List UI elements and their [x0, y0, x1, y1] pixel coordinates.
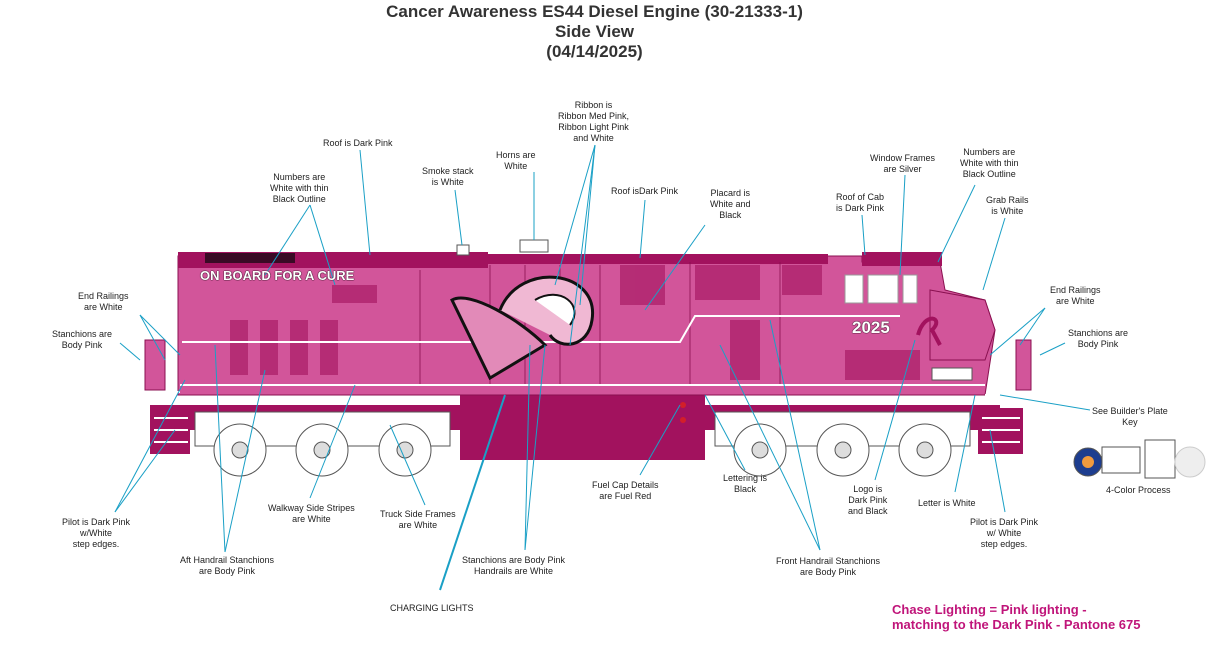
cab-window-1 [844, 274, 864, 304]
roof-mid [488, 254, 828, 264]
cab-roof [862, 252, 942, 266]
fuel-cap-1 [680, 402, 686, 408]
slogan-text: ON BOARD FOR A CURE [200, 268, 355, 283]
ribbon-logo [450, 275, 594, 381]
label-roof-dark-pink: Roof is Dark Pink [323, 138, 393, 148]
label-four-color: 4-Color Process [1106, 485, 1171, 495]
cab-window-2 [867, 274, 899, 304]
road-number: 2025 [852, 318, 890, 337]
view-subtitle: Side View [554, 22, 635, 41]
chase-lighting-note: Chase Lighting = Pink lighting - matchin… [892, 602, 1141, 632]
horns [519, 239, 549, 253]
front-truck [714, 411, 971, 477]
handrail [182, 315, 900, 343]
rear-truck [194, 411, 451, 477]
number-ribbon [916, 316, 942, 346]
label-letter-white: Letter is White [918, 498, 976, 508]
label-roof-dark-pink-2: Roof isDark Pink [611, 186, 679, 196]
cab-window-3 [902, 274, 918, 304]
builders-plate-key [1073, 439, 1206, 479]
date-subtitle: (04/14/2025) [546, 42, 643, 61]
label-charging-lights: CHARGING LIGHTS [390, 603, 474, 613]
fuel-cap-2 [680, 417, 686, 423]
smoke-stack [456, 244, 470, 256]
fuel-tank [460, 390, 705, 460]
page-title: Cancer Awareness ES44 Diesel Engine (30-… [386, 2, 803, 21]
